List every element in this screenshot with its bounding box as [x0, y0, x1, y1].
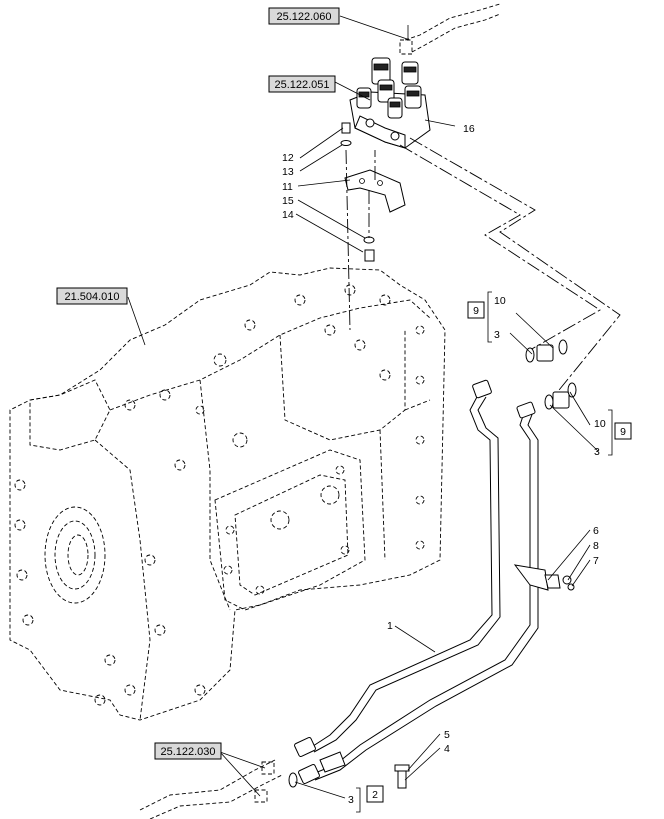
callout-4: 4	[444, 743, 450, 755]
box-label-text: 2	[372, 789, 378, 801]
mounting-bracket	[340, 122, 406, 331]
hydraulic-pipes	[294, 379, 561, 784]
ref-label-25-122-051[interactable]: 25.122.051	[268, 75, 336, 93]
callout-10-top: 10	[494, 295, 506, 307]
hydraulic-route-lines	[374, 137, 621, 396]
callout-8: 8	[593, 540, 599, 552]
ref-label-25-122-030[interactable]: 25.122.030	[154, 742, 222, 760]
box-label-9-top[interactable]: 9	[467, 301, 485, 319]
ref-label-text: 25.122.030	[160, 746, 215, 758]
box-label-text: 9	[620, 426, 626, 438]
callout-5: 5	[444, 729, 450, 741]
box-label-9-right[interactable]: 9	[614, 422, 632, 440]
callout-13: 13	[282, 166, 294, 178]
ref-label-text: 25.122.060	[276, 11, 331, 23]
ref-label-text: 25.122.051	[274, 79, 329, 91]
callout-3-top: 3	[494, 329, 500, 341]
callout-3-bottom: 3	[348, 794, 354, 806]
callout-3-right: 3	[594, 446, 600, 458]
callout-11: 11	[282, 181, 293, 193]
callouts: 16 12 13 11 15 14 10 3 10 3 6 8 7 1 5 4 …	[282, 123, 606, 806]
box-label-text: 9	[473, 305, 479, 317]
callout-14: 14	[282, 209, 294, 221]
ref-label-25-122-060[interactable]: 25.122.060	[268, 7, 340, 25]
callout-7: 7	[593, 555, 599, 567]
control-valve-block	[349, 57, 431, 149]
fittings	[288, 339, 577, 789]
ref-label-21-504-010[interactable]: 21.504.010	[56, 287, 128, 305]
callout-6: 6	[593, 525, 599, 537]
ref-label-text: 21.504.010	[64, 291, 119, 303]
box-label-2-bottom[interactable]: 2	[366, 785, 384, 803]
upper-hose	[399, 3, 501, 55]
callout-15: 15	[282, 195, 294, 207]
lower-hose	[139, 759, 283, 819]
callout-12: 12	[282, 152, 294, 164]
leader-lines	[127, 15, 613, 813]
callout-10-right: 10	[594, 418, 606, 430]
callout-1: 1	[387, 620, 393, 632]
transmission-housing	[9, 267, 446, 721]
callout-16: 16	[463, 123, 475, 135]
